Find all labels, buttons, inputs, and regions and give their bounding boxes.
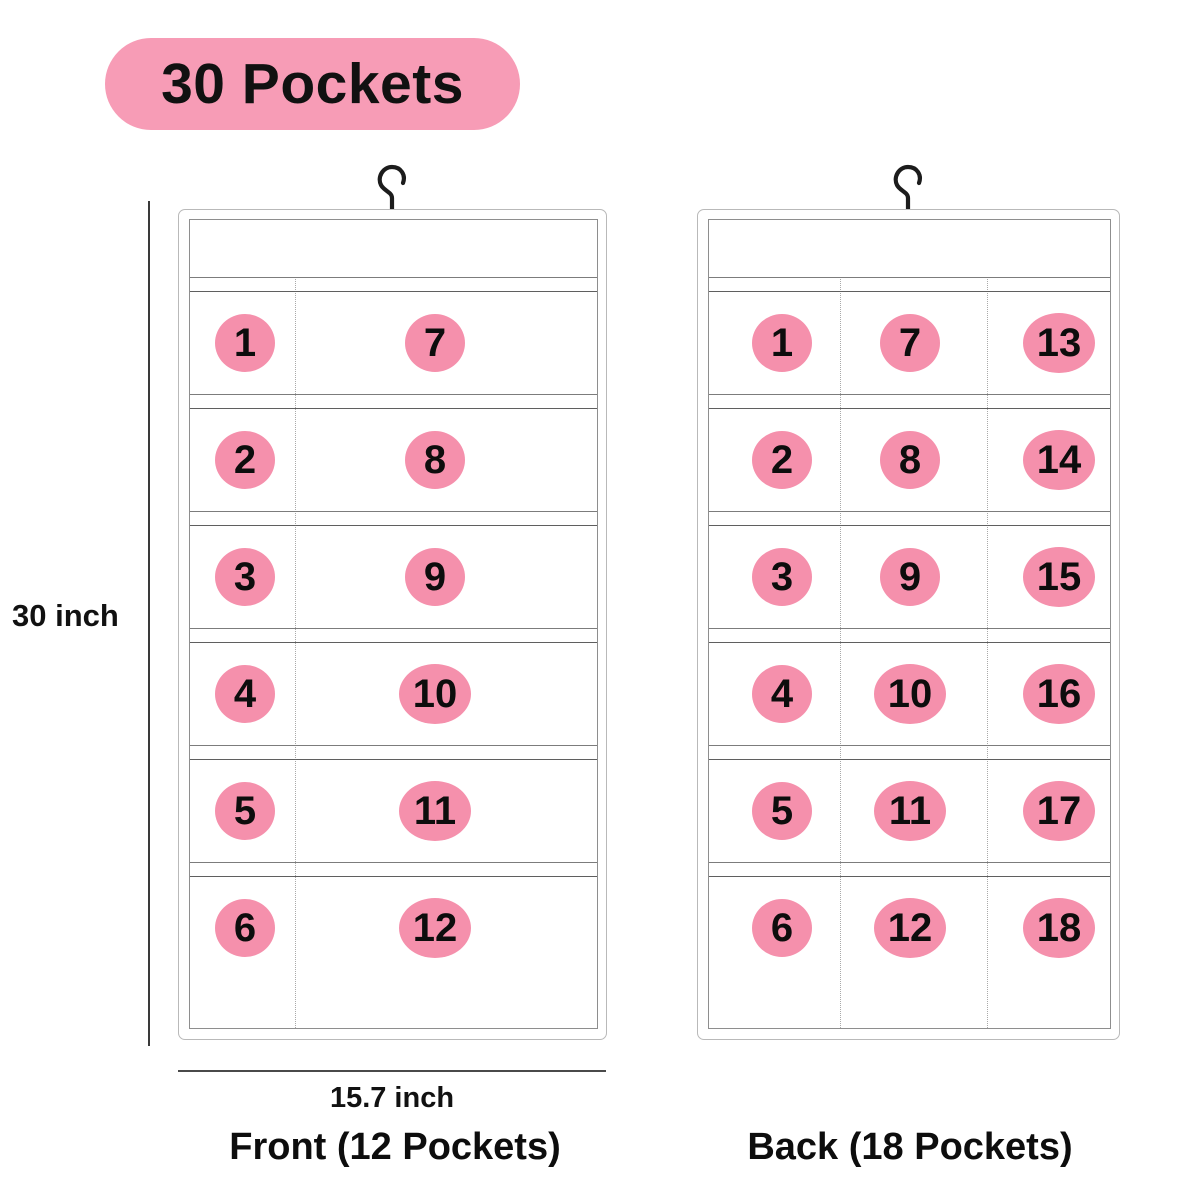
- pocket-back-3: 3: [752, 548, 812, 606]
- front-row-divider-6: [190, 862, 597, 877]
- pocket-front-11: 11: [399, 781, 471, 841]
- front-panel-outer-border: 1 7 2 8 3 9 4 10 5 11 6 12: [178, 209, 607, 1040]
- pocket-back-15: 15: [1023, 547, 1095, 607]
- pocket-front-5: 5: [215, 782, 275, 840]
- pocket-front-1: 1: [215, 314, 275, 372]
- pocket-count-badge: 30 Pockets: [105, 38, 520, 130]
- back-column-separator-2: [987, 277, 988, 1028]
- width-measurement-line: [178, 1070, 606, 1072]
- pocket-back-6: 6: [752, 899, 812, 957]
- pocket-back-17: 17: [1023, 781, 1095, 841]
- back-row-divider-5: [709, 745, 1110, 760]
- back-column-separator-1: [840, 277, 841, 1028]
- pocket-count-badge-label: 30 Pockets: [161, 51, 464, 116]
- pocket-back-11: 11: [874, 781, 946, 841]
- pocket-back-13: 13: [1023, 313, 1095, 373]
- pocket-front-2: 2: [215, 431, 275, 489]
- back-row-divider-6: [709, 862, 1110, 877]
- back-row-divider-2: [709, 394, 1110, 409]
- pocket-front-12: 12: [399, 898, 471, 958]
- pocket-back-4: 4: [752, 665, 812, 723]
- hanger-hook-icon: [874, 158, 944, 214]
- back-row-divider-3: [709, 511, 1110, 526]
- pocket-back-2: 2: [752, 431, 812, 489]
- height-measurement-line: [148, 201, 150, 1046]
- pocket-front-6: 6: [215, 899, 275, 957]
- back-row-divider-1: [709, 277, 1110, 292]
- width-measurement-label: 15.7 inch: [329, 1082, 455, 1114]
- front-row-divider-2: [190, 394, 597, 409]
- front-row-divider-3: [190, 511, 597, 526]
- pocket-front-9: 9: [405, 548, 465, 606]
- pocket-back-18: 18: [1023, 898, 1095, 958]
- front-row-divider-1: [190, 277, 597, 292]
- back-panel-caption: Back (18 Pockets): [747, 1126, 1073, 1168]
- pocket-front-8: 8: [405, 431, 465, 489]
- pocket-back-9: 9: [880, 548, 940, 606]
- front-panel-inner-frame: 1 7 2 8 3 9 4 10 5 11 6 12: [189, 219, 598, 1029]
- front-row-divider-5: [190, 745, 597, 760]
- pocket-back-8: 8: [880, 431, 940, 489]
- pocket-back-7: 7: [880, 314, 940, 372]
- pocket-front-7: 7: [405, 314, 465, 372]
- pocket-back-14: 14: [1023, 430, 1095, 490]
- front-panel-caption: Front (12 Pockets): [229, 1126, 561, 1168]
- hanger-hook-icon: [358, 158, 428, 214]
- pocket-front-10: 10: [399, 664, 471, 724]
- pocket-front-3: 3: [215, 548, 275, 606]
- back-row-divider-4: [709, 628, 1110, 643]
- pocket-back-16: 16: [1023, 664, 1095, 724]
- pocket-back-5: 5: [752, 782, 812, 840]
- front-column-separator-1: [295, 277, 296, 1028]
- pocket-back-1: 1: [752, 314, 812, 372]
- pocket-front-4: 4: [215, 665, 275, 723]
- pocket-back-12: 12: [874, 898, 946, 958]
- height-measurement-label: 30 inch: [12, 598, 119, 633]
- pocket-back-10: 10: [874, 664, 946, 724]
- front-row-divider-4: [190, 628, 597, 643]
